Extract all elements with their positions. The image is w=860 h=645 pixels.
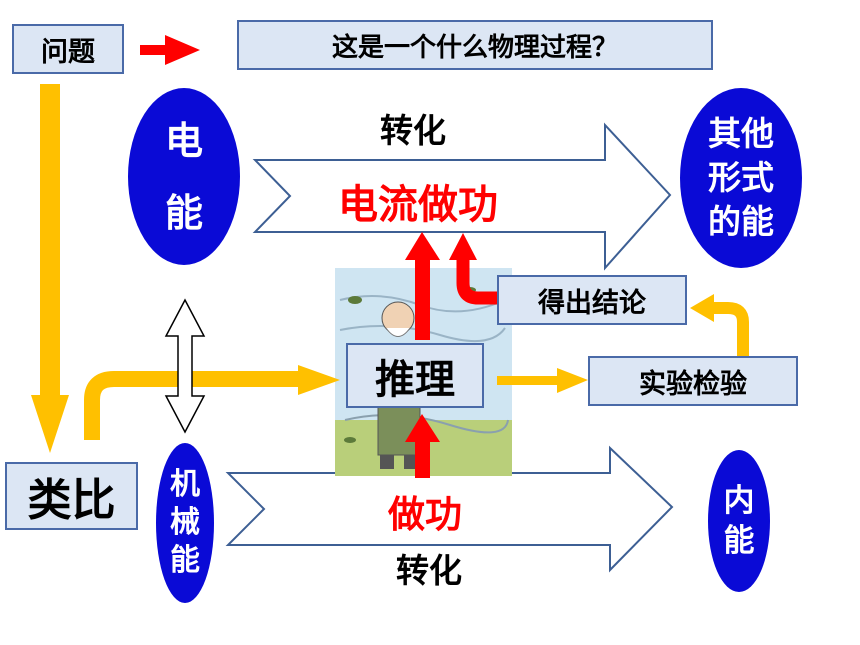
experiment-to-conclusion-arrowhead [690,294,714,322]
reasoning-box: 推理 [346,343,484,408]
internal-energy-oval: 内 能 [708,450,770,592]
current-work-label: 电流做功 [338,182,498,228]
reasoning-label: 推理 [375,356,455,403]
other-energy-oval: 其他 形式 的能 [680,88,802,268]
electric-energy-line-2: 能 [164,190,203,235]
conclusion-box: 得出结论 [497,275,687,325]
bottom-conversion-label: 转化 [396,551,462,590]
problem-red-arrow [140,35,200,65]
analogy-to-reasoning-arrowhead [298,365,340,395]
question-to-analogy-arrowhead [31,395,69,453]
conclusion-red-arrowhead [449,233,477,260]
reasoning-up-red-arrow [415,258,430,340]
top-conversion-arrow [252,122,672,271]
mechanical-energy-line-2: 械 [170,505,200,540]
experiment-box: 实验检验 [588,356,798,406]
mechanical-energy-oval: 机 械 能 [156,443,214,603]
mechanical-energy-line-3: 能 [170,543,200,578]
reasoning-to-experiment-arrow [497,376,559,385]
bottom-up-red-arrow [415,440,430,478]
other-energy-line-3: 的能 [708,202,774,241]
question-text: 这是一个什么物理过程？ [331,32,618,63]
analogy-label: 类比 [27,475,116,526]
conclusion-label: 得出结论 [538,287,646,319]
work-label: 做功 [388,493,462,536]
question-label: 问题 [41,36,95,68]
analogy-to-reasoning-arrow [84,371,300,440]
conclusion-red-arrow [456,258,500,305]
bottom-up-red-arrowhead [405,414,440,442]
reasoning-up-red-arrowhead [405,232,440,260]
energy-equivalence-arrow [164,298,206,434]
bottom-conversion-arrow [225,445,674,573]
question-to-analogy-arrow [40,84,60,399]
internal-energy-line-1: 内 [723,483,755,519]
reasoning-to-experiment-arrowhead [557,368,588,393]
question-text-box: 这是一个什么物理过程？ [237,20,713,70]
internal-energy-line-2: 能 [723,523,755,559]
other-energy-line-1: 其他 [708,114,774,153]
electric-energy-line-1: 电 [164,118,203,163]
experiment-label: 实验检验 [639,368,747,400]
experiment-to-conclusion-arrow [712,302,749,356]
question-box: 问题 [12,24,124,74]
top-conversion-label: 转化 [380,111,446,150]
analogy-box: 类比 [5,462,138,530]
electric-energy-oval: 电 能 [128,88,240,265]
mechanical-energy-line-1: 机 [170,467,200,502]
other-energy-line-2: 形式 [708,158,774,197]
